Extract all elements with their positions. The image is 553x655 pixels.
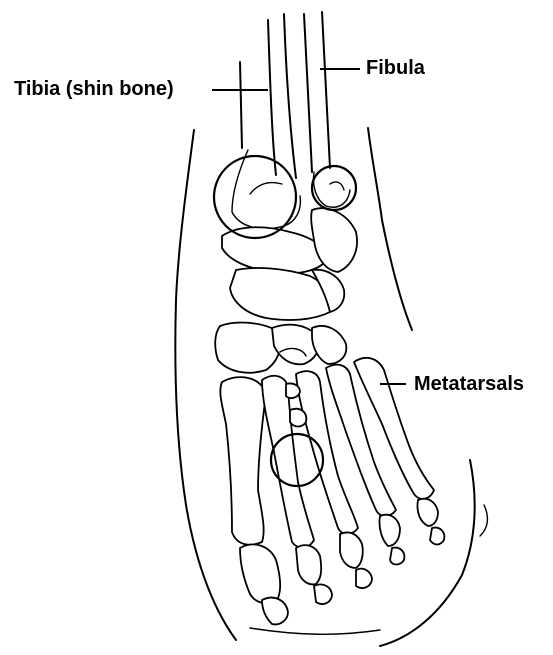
tibia-bone (232, 14, 300, 229)
fibula-bone (304, 12, 350, 207)
fibula-circle-marker (312, 166, 356, 210)
tibia-circle-marker (214, 156, 296, 238)
tibia-label: Tibia (shin bone) (14, 79, 174, 99)
fibula-label: Fibula (366, 58, 425, 78)
metatarsals-label: Metatarsals (414, 374, 524, 394)
metatarsal-bones (220, 358, 444, 625)
